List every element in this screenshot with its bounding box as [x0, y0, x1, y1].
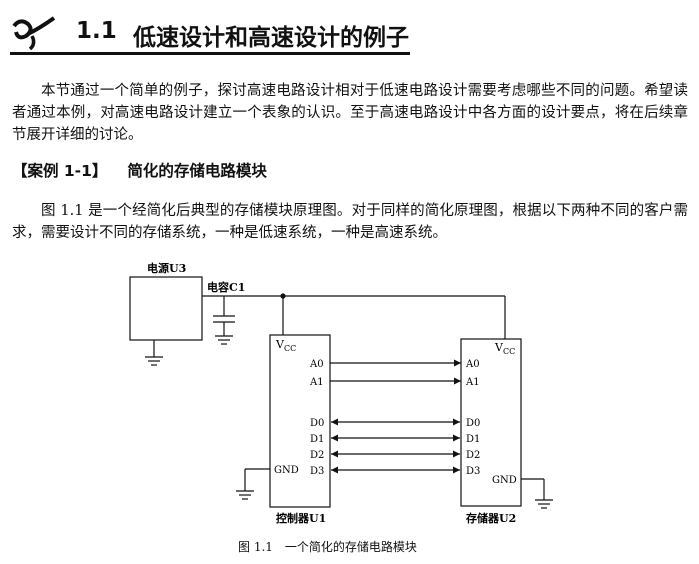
- case-title: 简化的存储电路模块: [127, 162, 267, 180]
- memory-pin-label: A0: [465, 359, 480, 370]
- memory-vcc-label: VCC: [494, 341, 515, 356]
- power-supply-label: 电源U3: [147, 261, 186, 275]
- memory-chip: [460, 338, 522, 507]
- controller-pin-label: D0: [310, 418, 324, 429]
- section-header: 1.1 低速设计和高速设计的例子: [10, 14, 410, 55]
- memory-name-label: 存储器U2: [466, 511, 516, 525]
- controller-pin-label: D2: [310, 450, 324, 461]
- memory-pin-label: A1: [465, 377, 480, 388]
- controller-pin-label: D1: [310, 434, 324, 445]
- section-title: 低速设计和高速设计的例子: [133, 25, 409, 51]
- case-tag: 【案例 1-1】: [12, 162, 108, 180]
- controller-name-label: 控制器U1: [276, 511, 326, 525]
- memory-gnd-label: GND: [492, 475, 517, 486]
- controller-vcc-label: VCC: [275, 338, 296, 353]
- section-number: 1.1: [76, 18, 117, 44]
- memory-pin-label: D3: [466, 466, 480, 477]
- junction-dot: [280, 293, 286, 299]
- intro-paragraph: 本节通过一个简单的例子，探讨高速电路设计相对于低速电路设计需要考虑哪些不同的问题…: [12, 83, 688, 143]
- case-heading: 【案例 1-1】 简化的存储电路模块: [12, 159, 267, 181]
- ground-symbol: [236, 490, 254, 500]
- memory-pin-label: D1: [466, 434, 480, 445]
- memory-pin-label: D0: [466, 418, 480, 429]
- section-swirl-icon: [12, 16, 56, 50]
- controller-pin-label: A1: [309, 377, 324, 388]
- ground-symbol: [215, 335, 233, 345]
- ground-symbol: [145, 356, 163, 366]
- memory-pin-label: D2: [466, 450, 480, 461]
- capacitor-label: 电容C1: [207, 280, 245, 294]
- controller-pin-label: D3: [310, 466, 324, 477]
- header-rule: [10, 52, 410, 55]
- capacitor-symbol: [213, 315, 235, 323]
- ground-symbol: [535, 499, 553, 509]
- controller-gnd-label: GND: [274, 465, 299, 476]
- figure-intro-paragraph: 图 1.1 是一个经简化后典型的存储模块原理图。对于同样的简化原理图，根据以下两…: [12, 203, 688, 241]
- power-supply-box: [129, 276, 203, 341]
- controller-pin-label: A0: [309, 359, 324, 370]
- figure-caption: 图 1.1 一个简化的存储电路模块: [238, 540, 417, 554]
- controller-chip: [269, 334, 331, 508]
